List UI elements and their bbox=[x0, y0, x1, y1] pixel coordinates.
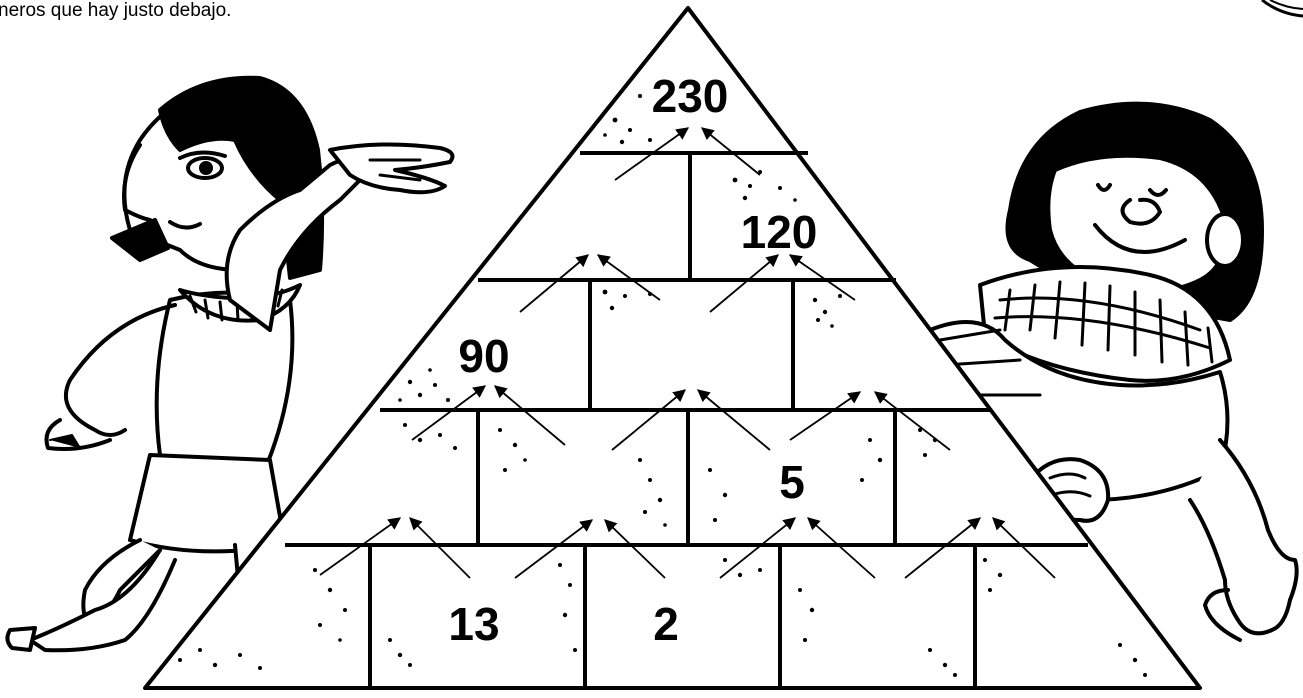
pyramid-cell-r4-c3[interactable]: 5 bbox=[779, 456, 805, 508]
pyramid-cell-r1-c1[interactable]: 230 bbox=[652, 70, 729, 122]
pyramid-cell-r5-c3[interactable]: 2 bbox=[653, 598, 679, 650]
pyramid-cell-r5-c2[interactable]: 13 bbox=[448, 598, 499, 650]
corner-decoration-icon bbox=[1262, 0, 1303, 16]
pyramid-cell-r2-c2[interactable]: 120 bbox=[741, 206, 818, 258]
pyramid-cell-r3-c1[interactable]: 90 bbox=[458, 330, 509, 382]
